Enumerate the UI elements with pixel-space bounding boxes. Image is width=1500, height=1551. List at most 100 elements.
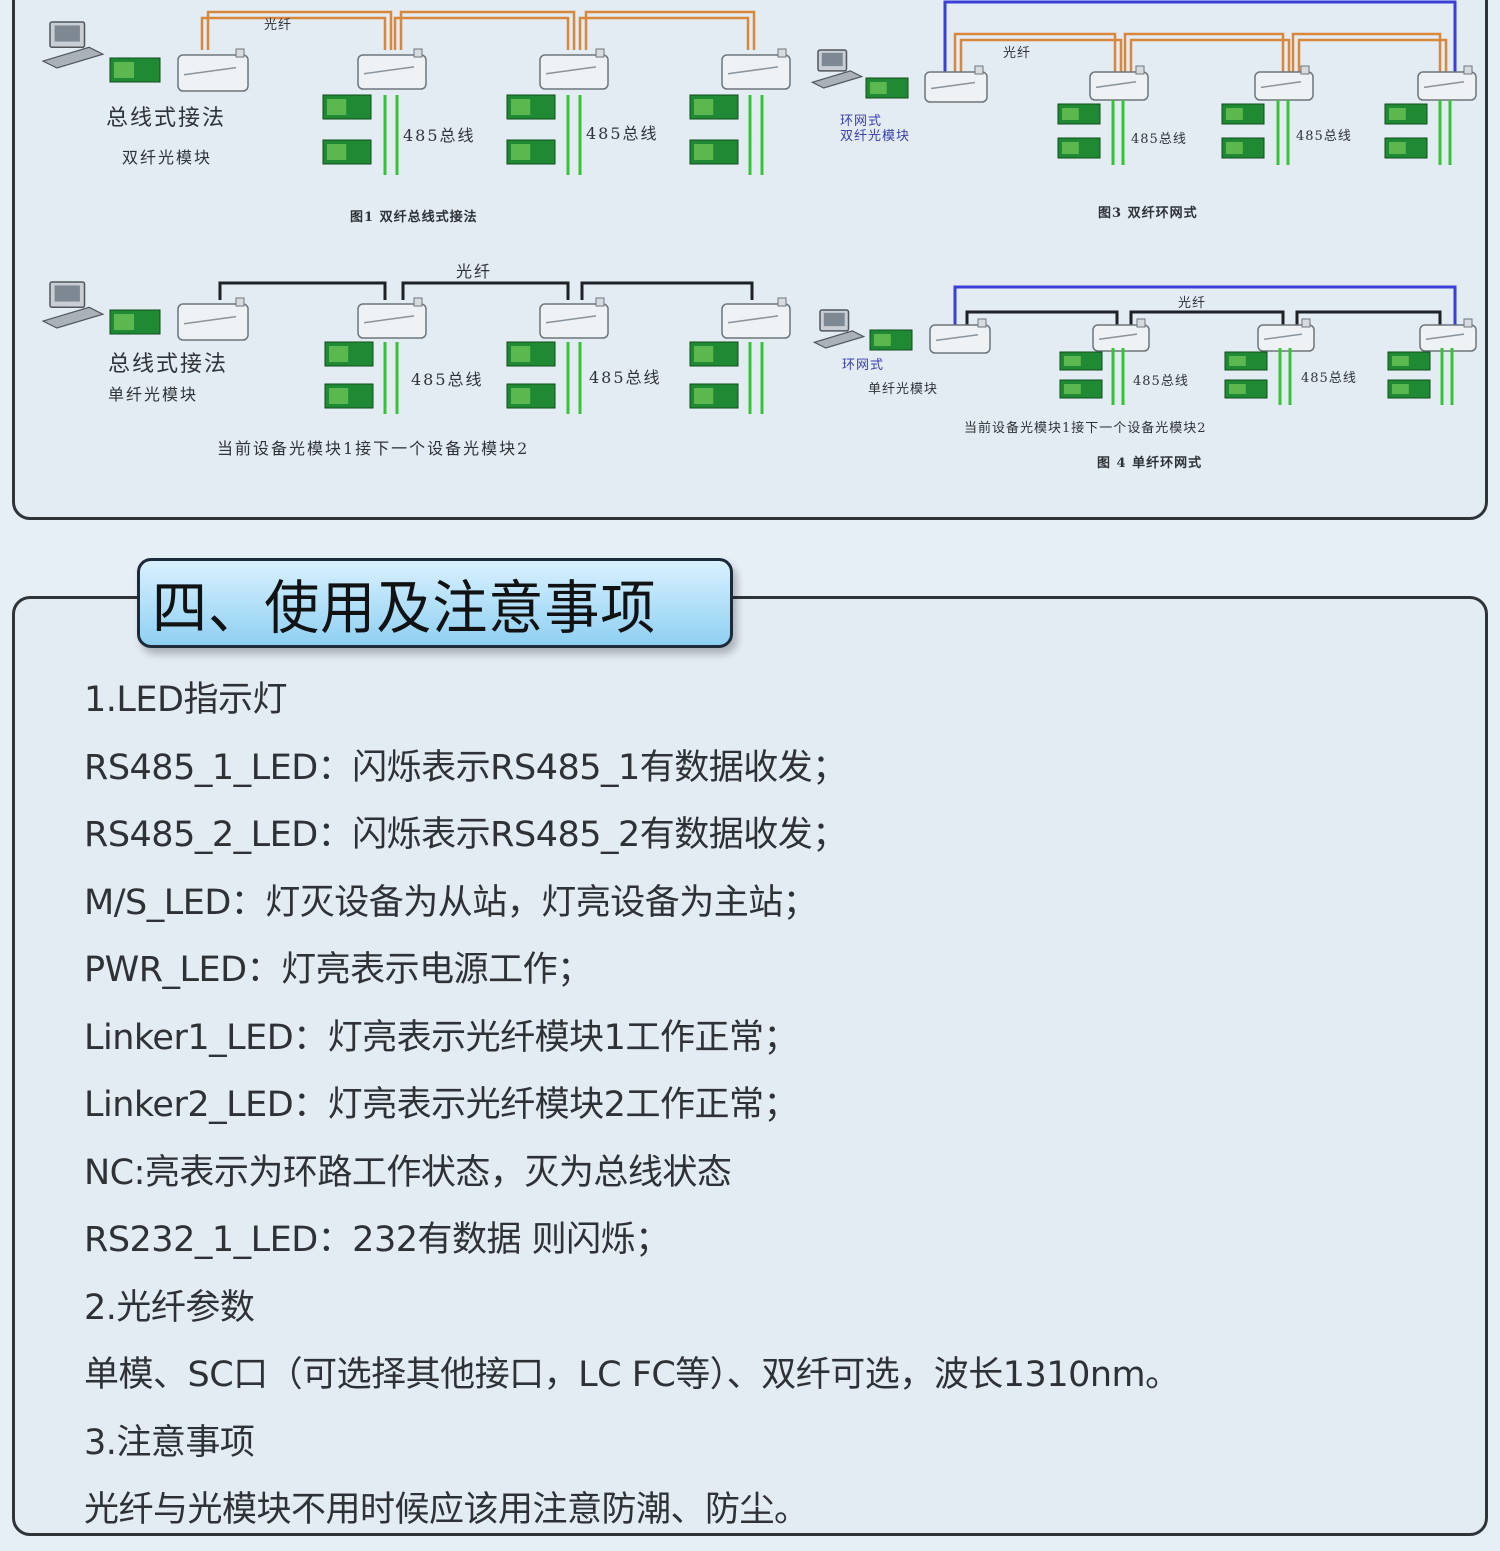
text-line-precaution: 光纤与光模块不用时候应该用注意防潮、防尘。 [84,1490,809,1530]
network-card-chip-icon [1062,142,1079,154]
fiber-converter-icon [924,71,988,103]
converter-port-icon [1300,65,1310,75]
converter-port-icon [413,48,423,58]
fiber-link-line [1129,310,1285,326]
network-card-chip-icon [327,99,347,115]
network-card-chip-icon [1229,384,1246,394]
text-line-nc: NC:亮表示为环路工作状态，灭为总线状态 [84,1153,732,1193]
fig2-bus-label-a: 485总线 [411,370,484,389]
diagram-graphics [41,0,1477,414]
fiber-link-line [206,10,393,50]
fiber-link-line [401,281,570,300]
fiber-link-line [218,281,387,300]
network-card-chip-icon [1062,108,1079,120]
fig1-fiber-label: 光纤 [264,18,293,33]
converter-port-icon [1463,65,1473,75]
fig3-start-subtitle: 双纤光模块 [840,129,911,144]
converter-port-icon [1463,318,1473,328]
converter-detail-icon [1098,333,1138,341]
network-card-chip-icon [511,144,531,160]
network-card-chip-icon [874,334,891,346]
fiber-link-line [584,10,756,50]
converter-detail-icon [545,66,597,75]
text-line-fiber-spec: 单模、SC口（可选择其他接口，LC FC等）、双纤可选，波长1310nm。 [84,1355,1180,1395]
fiber-link-line [1129,38,1291,72]
fig4-note: 当前设备光模块1接下一个设备光模块2 [964,421,1207,436]
converter-detail-icon [1425,333,1465,341]
fiber-link-line [1297,38,1448,72]
computer-screen-icon [54,285,80,302]
fiber-converter-icon [721,303,791,339]
converter-detail-icon [1095,81,1137,89]
network-card-chip-icon [1389,142,1406,154]
fig4-start-title: 环网式 [842,358,885,373]
network-card-chip-icon [1392,356,1409,366]
fiber-link-line [953,32,1117,72]
fiber-converter-icon [1417,71,1477,101]
computer-keyboard-icon [41,306,105,329]
converter-port-icon [235,297,245,307]
converter-detail-icon [935,334,979,342]
fiber-converter-icon [1254,71,1314,101]
fiber-link-line [393,16,570,50]
converter-port-icon [1136,318,1146,328]
converter-detail-icon [1260,81,1302,89]
fiber-converter-icon [721,54,791,90]
computer-keyboard-icon [41,46,105,69]
fig4-fiber-label: 光纤 [1178,296,1207,311]
fig1-start-subtitle: 双纤光模块 [122,148,213,167]
computer-keyboard-icon [810,70,864,89]
network-card-chip-icon [694,99,714,115]
fig4-bus-label-b: 485总线 [1301,371,1357,386]
fiber-converter-icon [357,303,427,339]
fiber-converter-icon [539,54,609,90]
converter-detail-icon [1263,333,1303,341]
fig3-bus-label-a: 485总线 [1131,132,1187,147]
heading-led-indicators: 1.LED指示灯 [84,680,287,720]
converter-port-icon [777,48,787,58]
text-line-rs232: RS232_1_LED：232有数据 则闪烁； [84,1220,670,1260]
text-line-linker1: Linker1_LED：灯亮表示光纤模块1工作正常； [84,1018,798,1058]
fiber-converter-icon [357,54,427,90]
computer-screen-icon [823,312,845,327]
network-card-chip-icon [114,314,134,330]
fig1-bus-label-a: 485总线 [403,126,476,145]
fiber-link-line [580,281,754,300]
heading-precautions: 3.注意事项 [84,1423,255,1463]
fiber-converter-icon [177,303,249,341]
network-card-chip-icon [1389,108,1406,120]
converter-detail-icon [930,81,976,90]
fiber-link-line [200,16,387,50]
fiber-link-line [959,38,1123,72]
converter-port-icon [974,65,984,75]
fig3-start-title: 环网式 [840,114,883,129]
network-card-chip-icon [114,62,134,78]
fig2-fiber-label: 光纤 [456,262,493,281]
fiber-converter-icon [1419,324,1477,352]
network-card-chip-icon [694,144,714,160]
fiber-converter-icon [539,303,609,339]
network-card-chip-icon [511,99,531,115]
fiber-link-line [1123,32,1285,72]
converter-port-icon [595,297,605,307]
computer-screen-icon [821,52,843,67]
section-title: 四、使用及注意事项 [137,558,733,648]
fig2-bus-label-b: 485总线 [589,368,662,387]
fig2-start-subtitle: 单纤光模块 [108,385,199,404]
fiber-link-line [1295,310,1442,326]
fiber-converter-icon [929,324,991,354]
converter-detail-icon [183,315,237,325]
network-card-chip-icon [1226,142,1243,154]
fig3-caption: 图3 双纤环网式 [1098,206,1198,221]
network-card-chip-icon [329,346,349,362]
heading-fiber-params: 2.光纤参数 [84,1288,255,1328]
fiber-converter-icon [1089,71,1149,101]
fiber-link-line [965,310,1119,326]
text-line-rs485-1: RS485_1_LED：闪烁表示RS485_1有数据收发； [84,748,847,788]
converter-port-icon [777,297,787,307]
fiber-link-line [1291,32,1442,72]
fig1-bus-label-b: 485总线 [586,124,659,143]
fiber-converter-icon [177,54,249,92]
text-line-rs485-2: RS485_2_LED：闪烁表示RS485_2有数据收发； [84,815,847,855]
converter-port-icon [977,318,987,328]
